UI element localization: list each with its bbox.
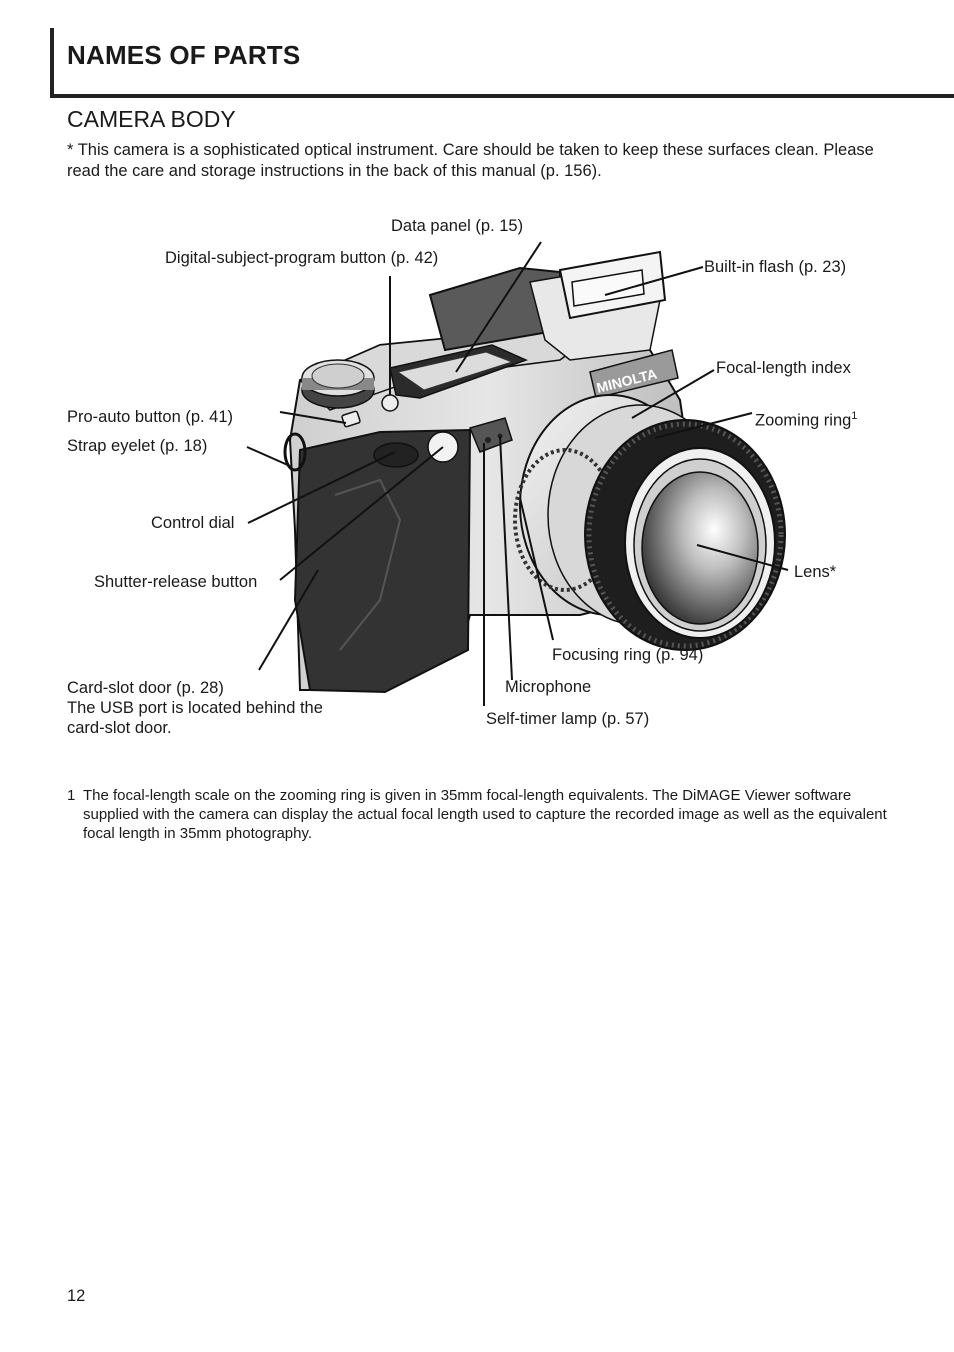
label-pro-auto: Pro-auto button (p. 41) <box>67 408 234 426</box>
pro-auto-button <box>341 410 361 428</box>
control-dial <box>373 442 419 468</box>
header-rule-horizontal <box>50 94 954 98</box>
viewfinder-hump <box>428 266 661 361</box>
leader-card-slot <box>258 569 319 671</box>
label-card-slot: Card-slot door (p. 28) The USB port is l… <box>67 679 323 737</box>
data-panel <box>389 344 529 399</box>
leader-control-dial <box>247 451 396 524</box>
leader-focusing-ring <box>519 497 554 641</box>
leader-zooming-ring <box>654 412 753 439</box>
leader-strap-eyelet <box>246 446 291 467</box>
footnote-text: The focal-length scale on the zooming ri… <box>83 787 887 842</box>
leader-shutter-release <box>279 446 444 581</box>
header-rule-vertical <box>50 28 54 98</box>
front-lens <box>624 447 776 639</box>
label-zooming-ring: Zooming ring1 <box>755 406 857 431</box>
leader-microphone <box>499 435 513 681</box>
label-shutter-release: Shutter-release button <box>94 573 258 591</box>
label-zooming-ring-text: Zooming ring <box>755 411 852 430</box>
mode-dial <box>301 359 375 409</box>
label-microphone: Microphone <box>505 678 592 696</box>
strap-eyelet <box>283 432 307 472</box>
leader-data-panel <box>455 241 542 373</box>
label-focusing-ring: Focusing ring (p. 94) <box>552 646 704 664</box>
page-number: 12 <box>67 1287 86 1305</box>
leader-pro-auto <box>279 411 347 424</box>
footnote-number: 1 <box>67 787 76 804</box>
label-lens: Lens* <box>794 563 837 581</box>
footnote: 1 The focal-length scale on the zooming … <box>67 786 897 843</box>
self-timer-panel <box>468 417 513 453</box>
grip <box>293 428 472 694</box>
label-strap-eyelet: Strap eyelet (p. 18) <box>67 437 208 455</box>
digital-subject-program-button <box>381 394 399 412</box>
label-control-dial: Control dial <box>151 514 235 532</box>
label-built-in-flash: Built-in flash (p. 23) <box>704 258 847 276</box>
zooming-ring-footnote-mark: 1 <box>851 410 858 422</box>
label-data-panel: Data panel (p. 15) <box>391 217 524 235</box>
leader-focal-length-index <box>631 369 715 419</box>
page-title: NAMES OF PARTS <box>67 40 301 70</box>
leader-built-in-flash <box>604 266 704 296</box>
leader-lines <box>246 241 789 706</box>
leader-lens <box>696 544 789 571</box>
built-in-flash <box>558 250 667 320</box>
section-title: CAMERA BODY <box>67 106 236 132</box>
label-digital-subject-program: Digital-subject-program button (p. 42) <box>165 249 439 267</box>
intro-text: * This camera is a sophisticated optical… <box>67 141 874 180</box>
label-focal-length-index: Focal-length index <box>716 359 851 377</box>
label-self-timer: Self-timer lamp (p. 57) <box>486 710 650 728</box>
